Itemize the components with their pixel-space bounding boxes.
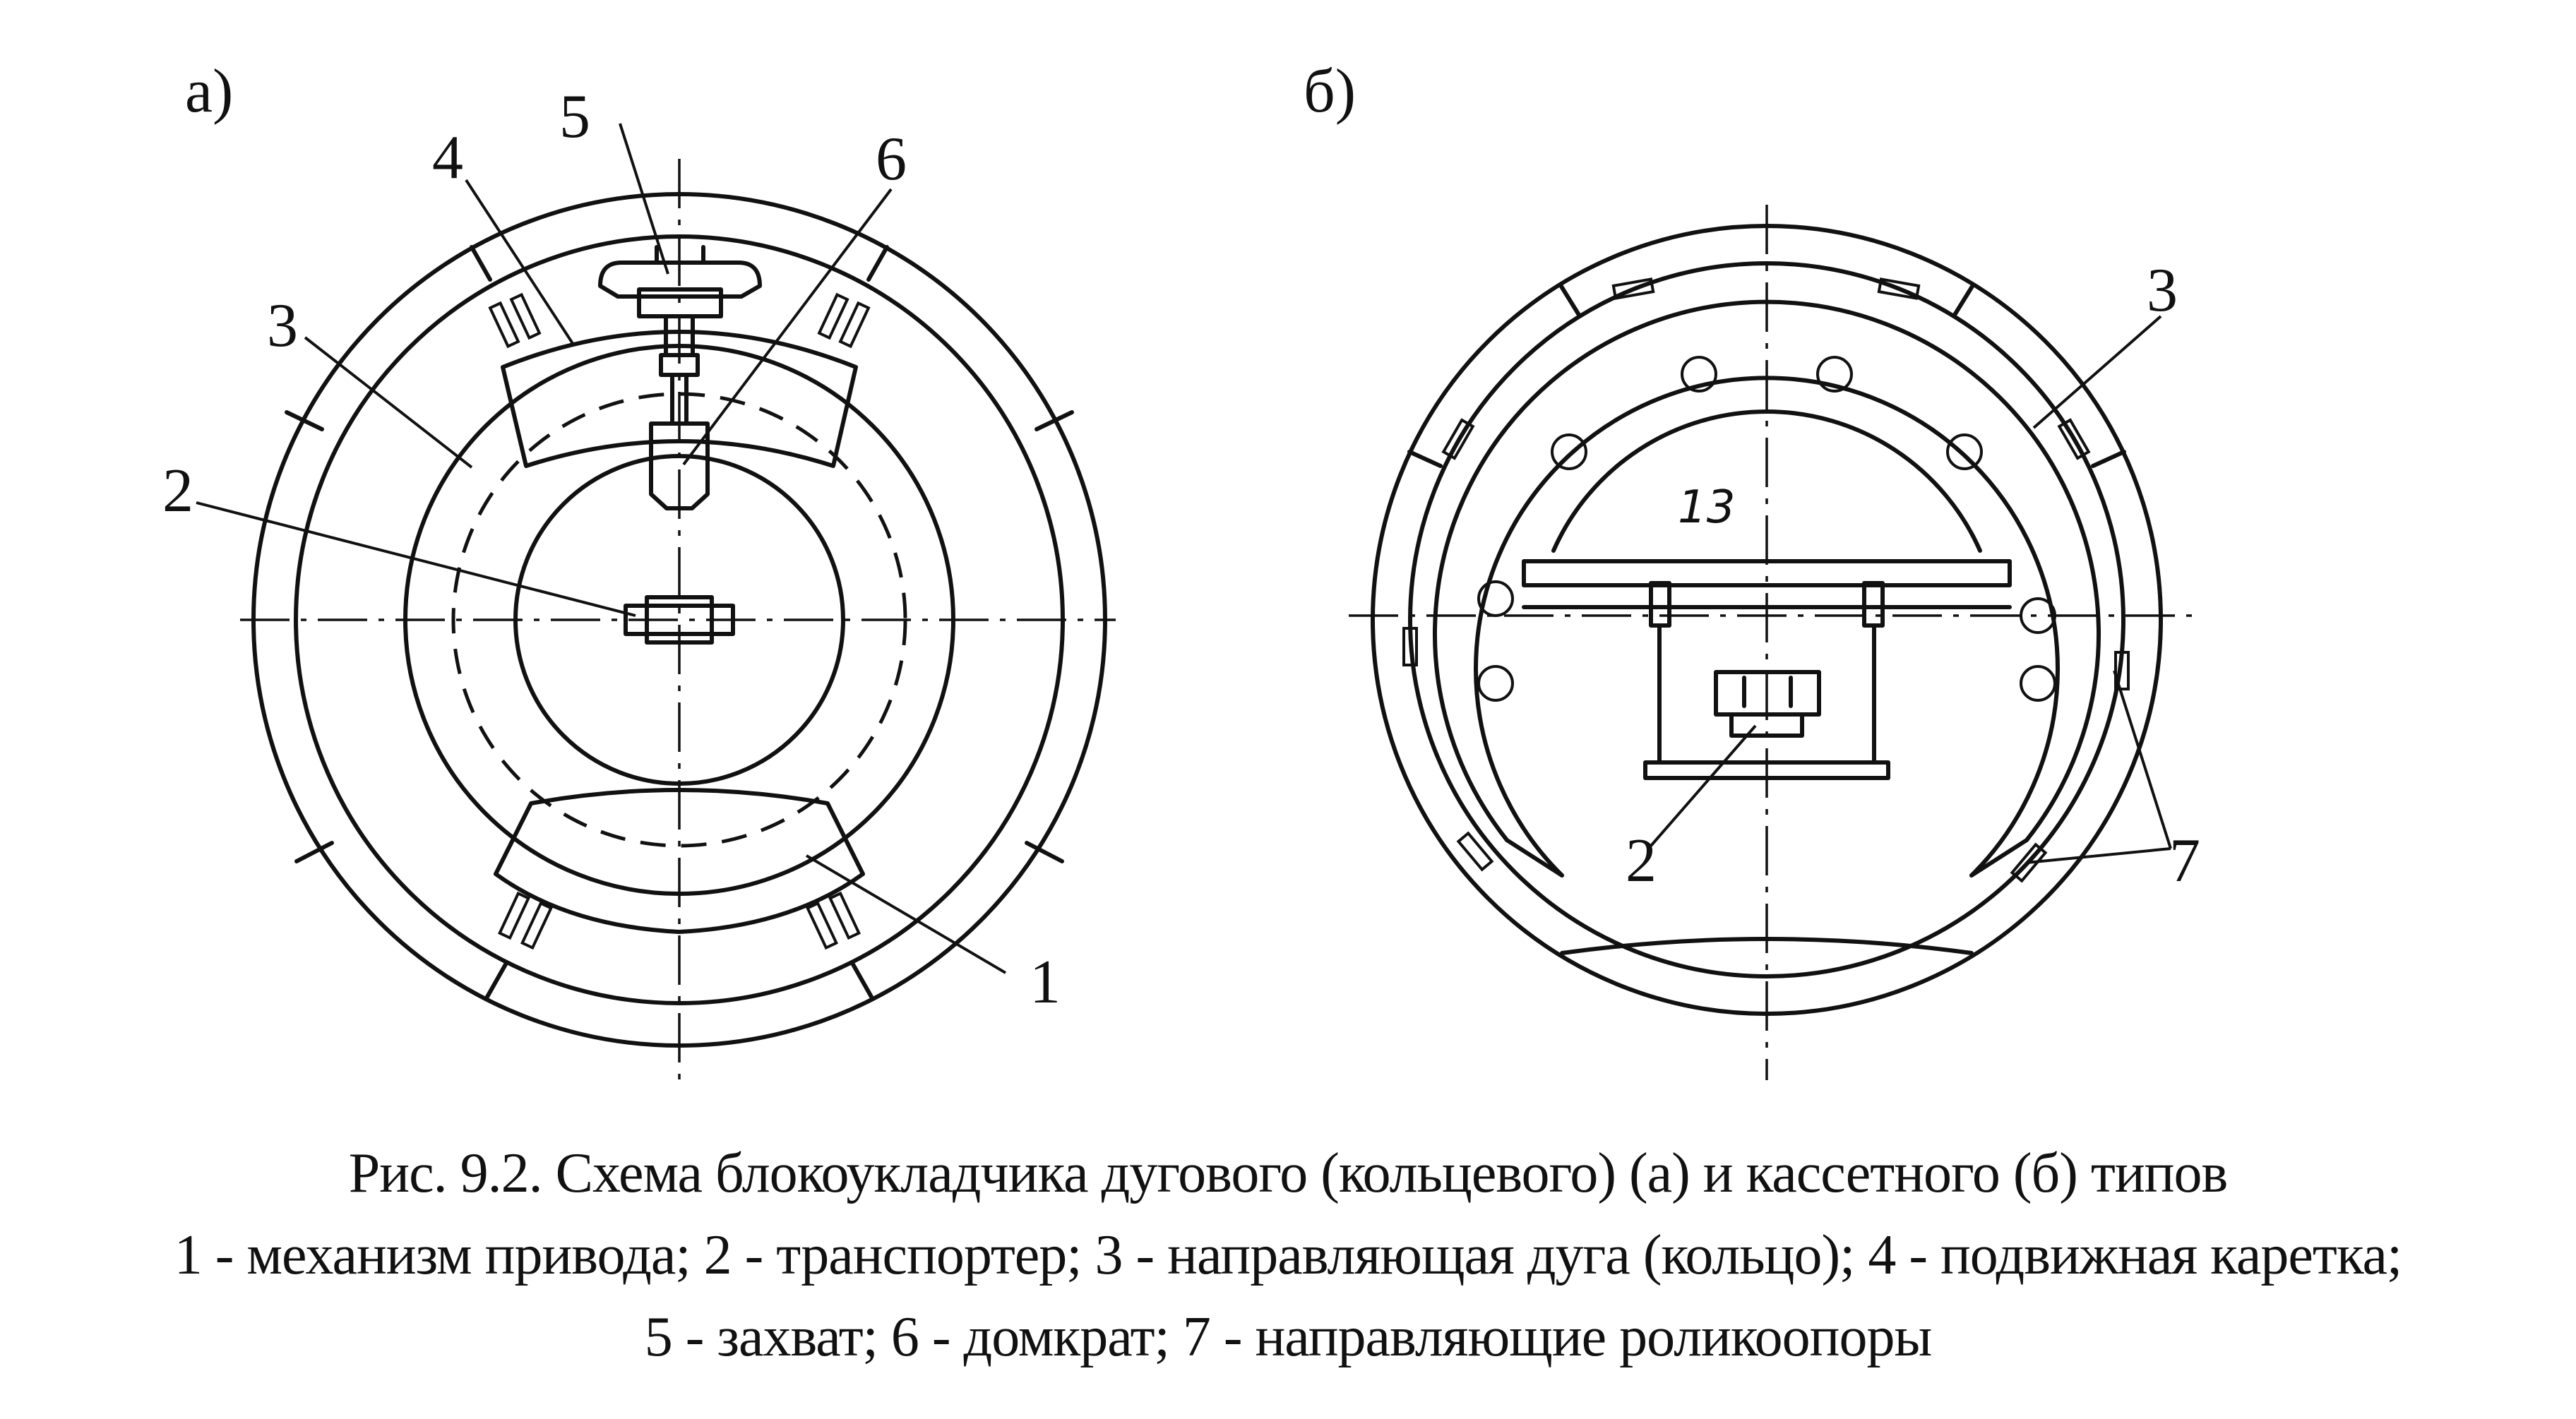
- panel-a-drawing: [196, 123, 1116, 1080]
- panel-a-drive-mechanism: [494, 788, 865, 934]
- panel-b-cassette-rollers: [1477, 356, 2056, 702]
- panel-b-drawing: [1349, 205, 2196, 1080]
- panel-a-guide-ring-outer: [403, 344, 955, 896]
- panel-b-lining-outer: [1371, 224, 2163, 1016]
- figure-caption-title: Рис. 9.2. Схема блокоукладчика дугового …: [348, 1142, 2228, 1204]
- panel-b-lining-inner: [1408, 261, 2125, 978]
- panel-b-handwritten-mark: 13: [1678, 481, 1736, 534]
- panel-a-conveyor: [624, 595, 735, 645]
- panel-a-lining-outer: [251, 192, 1107, 1048]
- panel-b-cassette-arc: [1551, 409, 1982, 553]
- panel-b-callout-2: 2: [1626, 827, 1657, 895]
- panel-a-leader-lines: [196, 123, 1007, 974]
- panel-b-guide-arc-left-end: [1505, 838, 1564, 878]
- panel-b-callout-3: 3: [2147, 256, 2178, 325]
- panel-a-callout-1: 1: [1030, 948, 1061, 1017]
- panel-a-callout-2: 2: [162, 457, 193, 525]
- figure-caption-legend-line-1: 1 - механизм привода; 2 - транспортер; 3…: [174, 1224, 2402, 1286]
- panel-a-callout-5: 5: [559, 83, 590, 151]
- panel-a-jack: [649, 314, 710, 510]
- panel-b-guide-arc-outer: [1474, 376, 2060, 878]
- panel-b-bottom-tray: [1560, 937, 1974, 955]
- panel-a-guide-ring-dashed: [451, 392, 907, 848]
- panel-a-guide-ring-inner: [513, 454, 845, 786]
- panel-b-tag: б): [1304, 57, 1356, 126]
- panel-a-tag: а): [185, 57, 234, 126]
- panel-b-guide-arc-right-end: [1969, 838, 2029, 878]
- figure-caption-legend-line-2: 5 - захват; 6 - домкрат; 7 - направляющи…: [644, 1306, 1932, 1368]
- panel-b-callout-7: 7: [2169, 827, 2200, 895]
- schematic-drawing: [196, 123, 2196, 1080]
- panel-b-leader-lines: [1650, 315, 2172, 864]
- panel-a-lining-inner: [294, 234, 1065, 1005]
- panel-a-upper-rollers: [488, 292, 871, 349]
- panel-b-conveyor: [1643, 623, 1890, 780]
- panel-a-upper-carriage: [501, 330, 858, 468]
- panel-a-callout-6: 6: [876, 125, 907, 193]
- panel-a-lining-joints: [285, 245, 1074, 999]
- panel-b-lining-joints: [1407, 283, 2126, 468]
- panel-b-roller-supports: [1402, 277, 2130, 883]
- panel-b-transverse-beam: [1522, 559, 2012, 628]
- panel-a-callout-4: 4: [432, 124, 463, 192]
- panel-b-guide-arc-outer-2: [1433, 299, 2101, 842]
- panel-a-callout-3: 3: [267, 292, 298, 360]
- panel-a-lower-rollers: [497, 891, 861, 950]
